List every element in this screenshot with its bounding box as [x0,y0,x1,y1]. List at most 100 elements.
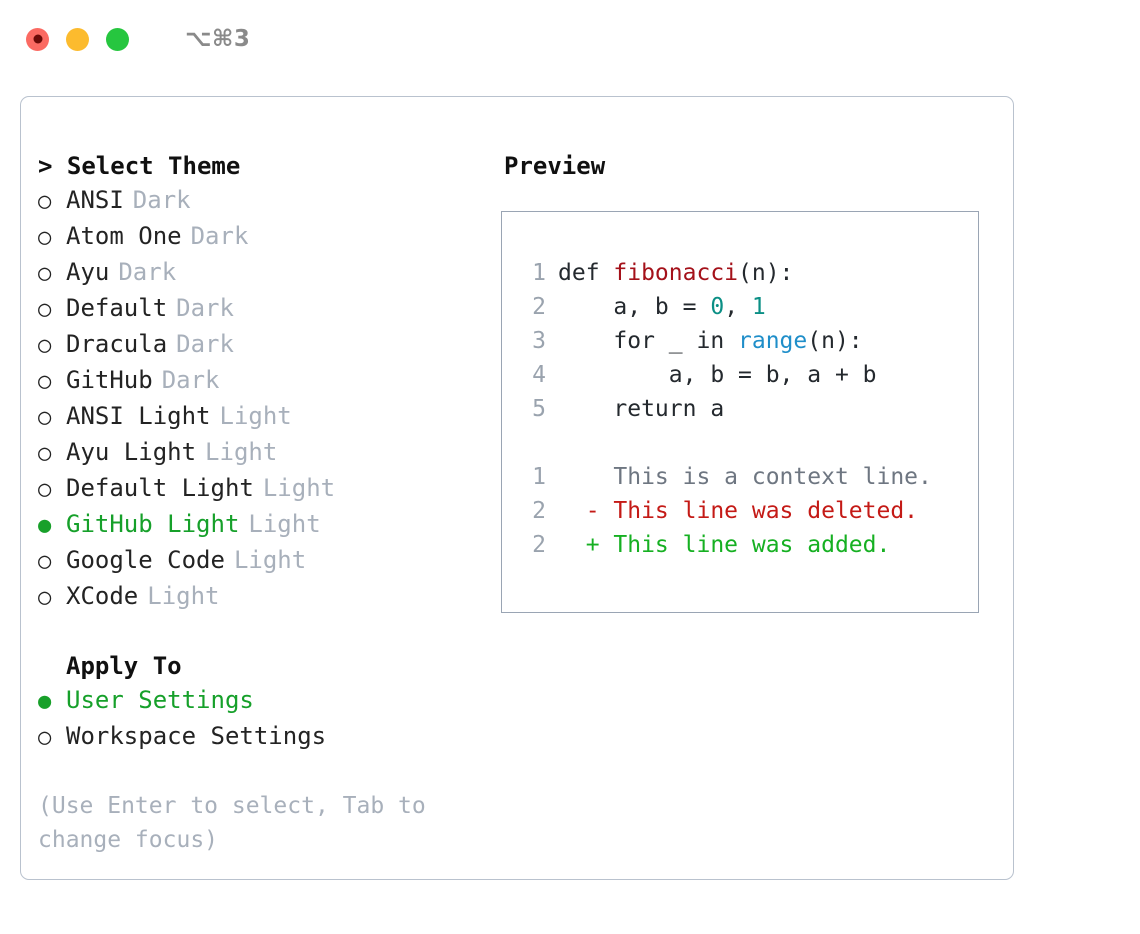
keyboard-hint-text: (Use Enter to select, Tab to change focu… [38,793,440,853]
apply-to-option-label: User Settings [66,686,254,714]
diff-marker: + [558,532,614,558]
radio-unselected-icon: ○ [38,333,52,358]
code-token: (n): [738,260,794,286]
code-token: fibonacci [613,260,739,286]
theme-variant-tag: Dark [190,222,249,250]
diff-text: This is a context line. [613,464,932,490]
radio-selected-icon: ● [38,513,52,538]
diff-line: 1 This is a context line. [516,460,978,494]
code-line: 5 return a [516,392,978,426]
diff-spacer [516,426,978,460]
theme-option-label: Google Code [66,546,225,574]
apply-to-heading: Apply To [66,652,182,680]
theme-option[interactable]: ○ Dracula Dark [38,327,491,363]
code-token: for _ in [558,328,739,354]
code-token: def [558,260,614,286]
close-icon[interactable] [26,27,49,51]
theme-option[interactable]: ● GitHub Light Light [38,507,491,543]
radio-unselected-icon: ○ [38,405,52,430]
theme-option[interactable]: ○ GitHub Dark [38,363,491,399]
radio-selected-icon: ● [38,689,52,714]
section-spacer [38,615,491,649]
code-line: 3 for _ in range(n): [516,324,978,358]
line-number: 2 [532,498,546,524]
theme-variant-tag: Light [205,438,278,466]
minimize-icon[interactable] [66,27,89,51]
hint-spacer [38,755,491,789]
theme-option[interactable]: ○ Google Code Light [38,543,491,579]
diff-text: This line was added. [613,532,891,558]
line-number: 5 [532,396,546,422]
diff-line: 2 - This line was deleted. [516,494,978,528]
code-line: 4 a, b = b, a + b [516,358,978,392]
apply-to-option-label: Workspace Settings [66,722,327,750]
theme-option[interactable]: ○ ANSI Dark [38,183,491,219]
diff-line: 2 + This line was added. [516,528,978,562]
radio-unselected-icon: ○ [38,585,52,610]
apply-to-option-list: ● User Settings ○ Workspace Settings [38,683,491,755]
code-token: 0 [710,294,725,320]
diff-text: This line was deleted. [613,498,919,524]
theme-variant-tag: Light [233,546,307,574]
traffic-light-controls [26,27,129,51]
theme-option[interactable]: ○ Ayu Light Light [38,435,491,471]
radio-unselected-icon: ○ [38,189,52,214]
theme-option[interactable]: ○ Atom One Dark [38,219,491,255]
code-token: range [738,328,808,354]
theme-variant-tag: Light [262,474,336,502]
title-bar: ⌥⌘3 [0,0,1140,78]
keyboard-shortcut-label: ⌥⌘3 [185,26,251,52]
radio-unselected-icon: ○ [38,369,52,394]
radio-unselected-icon: ○ [38,477,52,502]
diff-marker: - [558,498,614,524]
theme-option-label: ANSI [66,186,124,214]
radio-unselected-icon: ○ [38,297,52,322]
theme-option-label: Atom One [66,222,182,250]
theme-option-label: GitHub [66,366,153,394]
diff-sample: 1 This is a context line.2 - This line w… [516,460,978,562]
radio-unselected-icon: ○ [38,725,52,750]
line-number: 1 [532,260,546,286]
code-line: 1 def fibonacci(n): [516,256,978,290]
line-number: 1 [532,464,546,490]
maximize-icon[interactable] [106,27,129,51]
theme-variant-tag: Light [219,402,292,430]
code-token: a, b = [558,294,711,320]
code-line: 2 a, b = 0, 1 [516,290,978,324]
theme-option-label: XCode [66,582,139,610]
theme-variant-tag: Light [147,582,220,610]
line-number: 2 [532,532,546,558]
preview-heading: Preview [504,152,606,180]
theme-variant-tag: Light [248,510,321,538]
diff-marker [558,460,613,494]
theme-option[interactable]: ○ XCode Light [38,579,491,615]
code-token: 1 [751,294,766,320]
theme-variant-tag: Dark [176,330,234,358]
code-token: a, b = b, a + b [558,362,877,388]
apply-to-option[interactable]: ● User Settings [38,683,491,719]
theme-option-label: Ayu Light [66,438,197,466]
theme-variant-tag: Dark [132,186,191,214]
line-number: 3 [532,328,546,354]
theme-option-label: GitHub Light [66,510,240,538]
radio-unselected-icon: ○ [38,549,52,574]
code-token: return a [558,396,725,422]
theme-option[interactable]: ○ Default Light Light [38,471,491,507]
theme-option-label: Dracula [66,330,168,358]
radio-unselected-icon: ○ [38,441,52,466]
theme-variant-tag: Dark [161,366,220,394]
theme-option-label: Default [66,294,168,322]
theme-option-label: Default Light [66,474,254,502]
code-token: (n): [807,328,863,354]
radio-unselected-icon: ○ [38,225,52,250]
radio-unselected-icon: ○ [38,261,52,286]
apply-to-option[interactable]: ○ Workspace Settings [38,719,491,755]
